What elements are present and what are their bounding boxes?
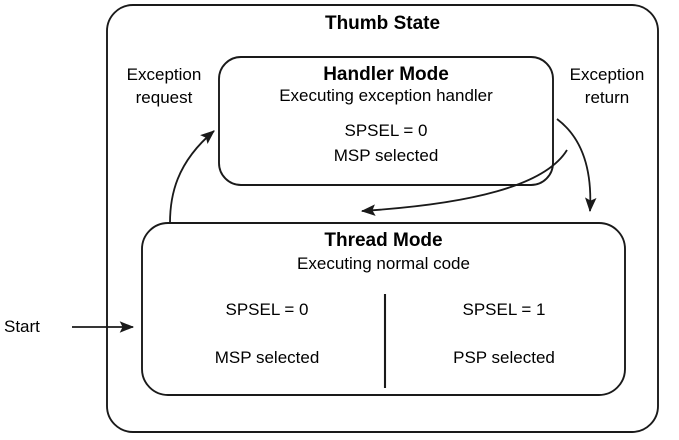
exception-return-arrow-right: [556, 118, 597, 213]
thumb-state-box: [106, 4, 659, 433]
thread-mode-left-spsel: SPSEL = 0: [225, 300, 309, 319]
thread-mode-right-stack: PSP selected: [453, 348, 555, 367]
thread-mode-box: [141, 222, 626, 396]
handler-mode-box: [218, 56, 554, 186]
handler-mode-spsel: SPSEL = 0: [344, 121, 428, 140]
handler-mode-stack: MSP selected: [333, 146, 439, 165]
handler-mode-title: Handler Mode: [323, 64, 449, 85]
exception-return-line2: return: [584, 87, 630, 107]
thread-mode-subtitle: Executing normal code: [297, 254, 470, 273]
exception-request-label: Exception request: [112, 64, 216, 110]
start-label: Start: [4, 317, 40, 336]
exception-request-arrow: [169, 130, 215, 224]
thread-mode-right-spsel: SPSEL = 1: [462, 300, 546, 319]
thread-mode-left-stack: MSP selected: [214, 348, 320, 367]
exception-request-line2: request: [135, 87, 193, 107]
handler-mode-subtitle: Executing exception handler: [279, 86, 493, 105]
thread-mode-title: Thread Mode: [324, 230, 443, 251]
thumb-state-title: Thumb State: [324, 13, 441, 34]
exception-return-label: Exception return: [554, 64, 660, 110]
exception-return-line1: Exception: [569, 65, 645, 84]
exception-return-arrow-left: [360, 149, 568, 216]
exception-request-line1: Exception: [126, 65, 202, 84]
